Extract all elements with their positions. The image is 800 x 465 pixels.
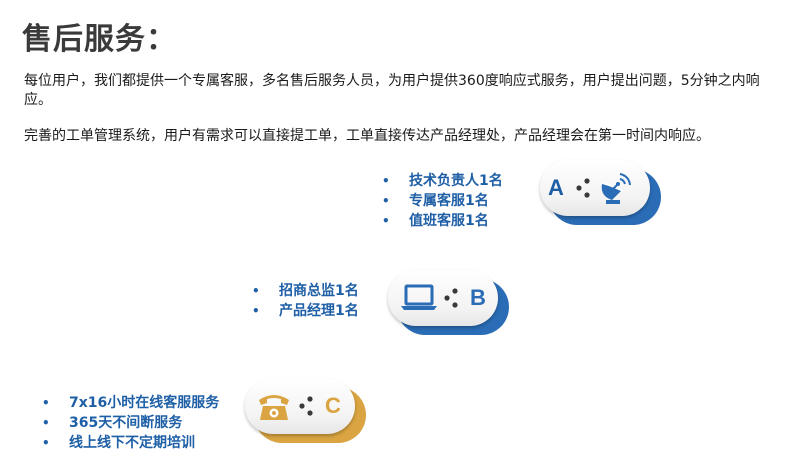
list-item: 线上线下不定期培训 [42,433,219,453]
group-letter: A [548,175,564,200]
group-letter: B [470,285,486,310]
card-pill: A [540,160,650,216]
dots-icon [299,396,313,416]
group-a-card: A [540,160,661,225]
list-item: 7x16小时在线客服服务 [42,393,219,413]
list-item: 值班客服1名 [382,211,503,231]
card-pill: C [245,378,355,434]
group-letter: C [325,393,341,418]
group-b-list: 招商总监1名 产品经理1名 [252,281,359,321]
dots-icon [444,288,458,308]
ticket-paragraph: 完善的工单管理系统，用户有需求可以直接提工单，工单直接传达产品经理处，产品经理会… [24,128,710,144]
list-item: 招商总监1名 [252,281,359,301]
card-pill: B [388,270,498,326]
list-item: 专属客服1名 [382,191,503,211]
group-b-card: B [388,270,509,335]
satellite-dish-icon [601,173,631,204]
laptop-icon [401,284,437,310]
list-item: 365天不间断服务 [42,413,219,433]
group-c-card: C [245,378,366,443]
dots-icon [576,178,590,198]
intro-paragraph: 每位用户，我们都提供一个专属客服，多名售后服务人员，为用户提供360度响应式服务… [24,73,760,108]
group-c-list: 7x16小时在线客服服务 365天不间断服务 线上线下不定期培训 [42,393,219,453]
page-title: 售后服务： [22,22,177,57]
group-a-list: 技术负责人1名 专属客服1名 值班客服1名 [382,171,503,231]
telephone-icon [259,395,289,420]
list-item: 产品经理1名 [252,301,359,321]
list-item: 技术负责人1名 [382,171,503,191]
